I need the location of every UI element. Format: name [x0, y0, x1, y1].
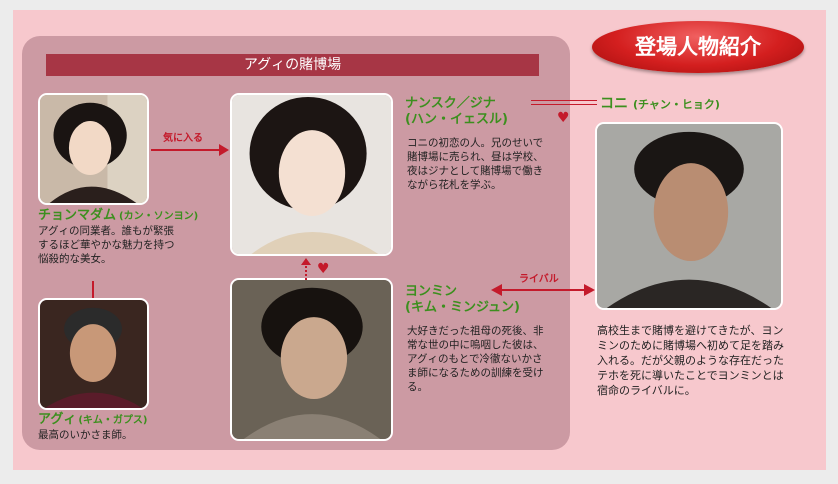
likes-label: 気に入る — [163, 133, 203, 144]
agui-name-text: アグィ — [38, 412, 77, 427]
koni-name-text: コニ — [600, 96, 628, 112]
koni-name: コニ (チャン・ヒョク) — [600, 96, 720, 113]
rival-label: ライバル — [519, 274, 559, 285]
photo-madam — [38, 93, 149, 205]
jina-actor: (ハン・イェスル) — [405, 112, 508, 127]
heart-icon: ♥ — [557, 110, 570, 126]
madam-actor: (カン・ソンヨン) — [119, 211, 199, 222]
jina-desc: コニの初恋の人。兄のせいで賭博場に売られ、昼は学校、夜はジナとして賭博場で働きな… — [407, 137, 544, 191]
heart-icon: ♥ — [317, 261, 330, 277]
photo-yeonmin — [230, 278, 393, 441]
koni-actor: (チャン・ヒョク) — [633, 98, 720, 111]
yeonmin-desc: 大好きだった祖母の死後、非常な世の中に嗚咽した彼は、アグィのもとで冷徹ないかさま… — [407, 325, 544, 393]
photo-agui — [38, 298, 149, 410]
photo-jina — [230, 93, 393, 256]
jina-yeonmin-connector — [301, 258, 311, 280]
madam-name: チョンマダム(カン・ソンヨン) — [38, 208, 198, 225]
yeonmin-actor: (キム・ミンジュン) — [405, 300, 520, 315]
agui-desc: 最高のいかさま師。 — [38, 429, 133, 441]
rival-arrow-line — [501, 289, 586, 291]
agui-name: アグィ(キム・ガプス) — [38, 412, 148, 429]
likes-arrow-line — [151, 149, 221, 151]
madam-agui-connector — [92, 281, 94, 298]
agui-actor: (キム・ガプス) — [78, 415, 148, 426]
photo-koni — [595, 122, 783, 310]
rival-arrow-head-right — [584, 284, 595, 296]
title-badge: 登場人物紹介 — [592, 21, 804, 73]
jina-koni-line-bottom — [531, 104, 597, 105]
jina-name-text: ナンスク／ジナ — [405, 96, 496, 111]
yeonmin-name-text: ヨンミン — [405, 284, 458, 299]
rival-arrow-head-left — [491, 284, 502, 296]
yeonmin-name: ヨンミン (キム・ミンジュン) — [405, 284, 520, 316]
likes-arrow-head — [219, 144, 229, 156]
madam-name-text: チョンマダム — [38, 208, 117, 223]
panel-title: アグィの賭博場 — [46, 54, 539, 76]
madam-desc: アグィの同業者。誰もが緊張するほど華やかな魅力を持つ悩殺的な美女。 — [38, 225, 175, 265]
jina-koni-line-top — [531, 100, 597, 101]
koni-desc: 高校生まで賭博を避けてきたが、ヨンミンのために賭博場へ初めて足を踏み入れる。だが… — [597, 324, 784, 397]
jina-name: ナンスク／ジナ (ハン・イェスル) — [405, 96, 508, 128]
